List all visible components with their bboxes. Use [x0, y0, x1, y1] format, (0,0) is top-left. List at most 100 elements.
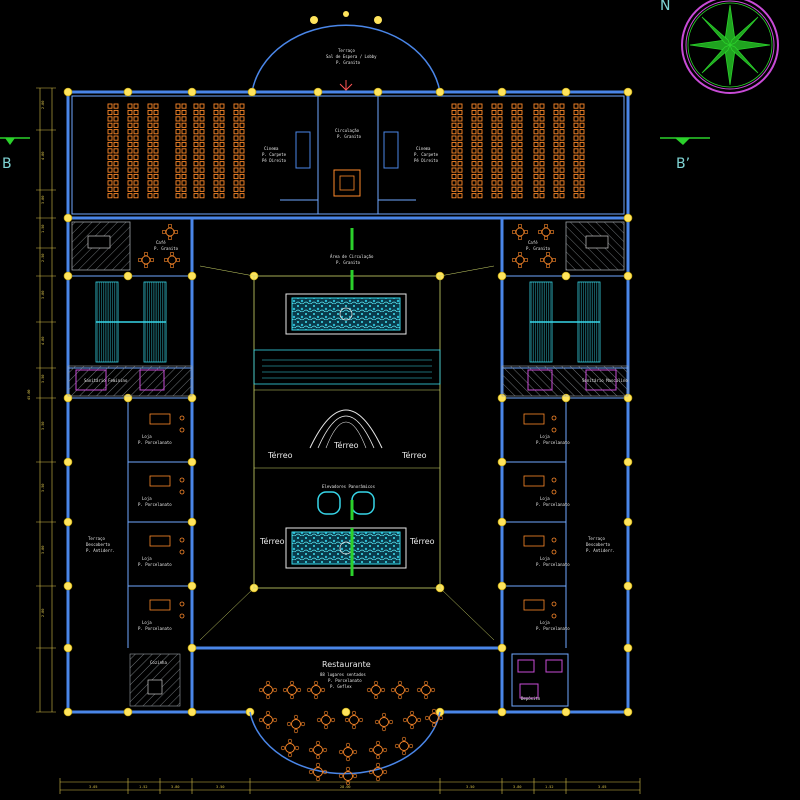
- bottom-dimension-ticks: [59, 778, 641, 794]
- column-marker: [63, 87, 73, 97]
- shop-stool: [179, 537, 185, 543]
- seat: [517, 180, 523, 186]
- restaurant-chair: [289, 694, 295, 700]
- seat: [491, 103, 497, 109]
- seat: [113, 103, 119, 109]
- seat: [553, 173, 559, 180]
- seat: [457, 180, 463, 186]
- restaurant-title: Restaurante: [322, 660, 371, 669]
- seat: [133, 135, 139, 141]
- restaurant-chair: [431, 708, 437, 714]
- seat: [133, 161, 139, 167]
- restaurant-chair: [308, 769, 314, 775]
- seat: [193, 161, 199, 167]
- shop-left-floor: P. Porcelanato: [138, 562, 172, 567]
- seat: [511, 161, 517, 167]
- seat: [193, 109, 199, 116]
- cafe-chair: [144, 264, 148, 268]
- seat: [511, 103, 517, 109]
- restaurant-chair: [306, 687, 312, 693]
- seat: [127, 161, 133, 167]
- seat: [497, 154, 503, 160]
- seat: [199, 161, 205, 167]
- cafe-chair: [168, 236, 172, 240]
- seat: [471, 148, 477, 154]
- seat: [147, 129, 153, 135]
- seat: [181, 129, 187, 135]
- seat: [533, 141, 539, 148]
- seat: [553, 135, 559, 141]
- seat: [491, 109, 497, 116]
- seat: [477, 103, 483, 109]
- seat: [193, 167, 199, 173]
- seat: [559, 154, 565, 160]
- seat: [181, 141, 187, 148]
- seat: [573, 154, 579, 160]
- seat: [181, 186, 187, 192]
- seat: [579, 116, 585, 122]
- terreo-label-5: Térreo: [409, 536, 435, 546]
- left-dim-value: 4.00: [41, 152, 45, 160]
- restaurant-table: [291, 719, 301, 729]
- seat: [107, 141, 113, 148]
- seat: [533, 122, 539, 128]
- cafe-chair: [524, 230, 528, 234]
- cafe-chair: [162, 230, 166, 234]
- seat: [457, 109, 463, 116]
- seat: [511, 193, 517, 199]
- seat: [133, 129, 139, 135]
- seat: [477, 122, 483, 128]
- cafe-tables: [138, 224, 556, 268]
- seat: [239, 135, 245, 141]
- seat: [471, 103, 477, 109]
- seat: [491, 173, 497, 180]
- restaurant-table: [263, 715, 273, 725]
- seat: [175, 167, 181, 173]
- cafe-chair: [524, 258, 528, 262]
- seat: [233, 154, 239, 160]
- top-entrance-terrace: Terraço Sal de Espera / Lobby P. Granito: [251, 11, 441, 93]
- seat: [497, 180, 503, 186]
- seat: [107, 180, 113, 186]
- seat: [497, 109, 503, 116]
- seat: [199, 186, 205, 192]
- seat: [193, 116, 199, 122]
- seat: [573, 180, 579, 186]
- seat: [517, 173, 523, 180]
- seat: [127, 103, 133, 109]
- restaurant-table: [313, 745, 323, 755]
- seat: [219, 161, 225, 167]
- seat: [451, 173, 457, 180]
- seat: [107, 116, 113, 122]
- terrace-left-sub: Descoberto: [86, 542, 111, 547]
- seat: [451, 167, 457, 173]
- seat: [219, 167, 225, 173]
- seat: [579, 129, 585, 135]
- seat: [181, 193, 187, 199]
- seat: [457, 116, 463, 122]
- seat: [147, 135, 153, 141]
- restaurant-table: [373, 745, 383, 755]
- restaurant-chair: [431, 722, 437, 728]
- restrooms-left-label: Sanitário Feminino: [84, 378, 128, 383]
- seat: [107, 109, 113, 116]
- seat: [559, 173, 565, 180]
- seat: [573, 129, 579, 135]
- seat: [471, 135, 477, 141]
- bottom-dim-value: 3.50: [216, 785, 224, 789]
- restaurant-chair: [352, 749, 358, 755]
- left-dim-value: 4.00: [41, 337, 45, 345]
- seat: [147, 141, 153, 148]
- seat: [579, 161, 585, 167]
- seat: [471, 180, 477, 186]
- shop-stool: [179, 415, 185, 421]
- seat: [113, 180, 119, 186]
- seat: [219, 135, 225, 141]
- seat: [113, 129, 119, 135]
- column-marker: [497, 271, 507, 281]
- restaurant-chair: [394, 743, 400, 749]
- terreo-label-1: Térreo: [267, 450, 293, 460]
- restaurant-chair: [289, 680, 295, 686]
- seat: [457, 141, 463, 148]
